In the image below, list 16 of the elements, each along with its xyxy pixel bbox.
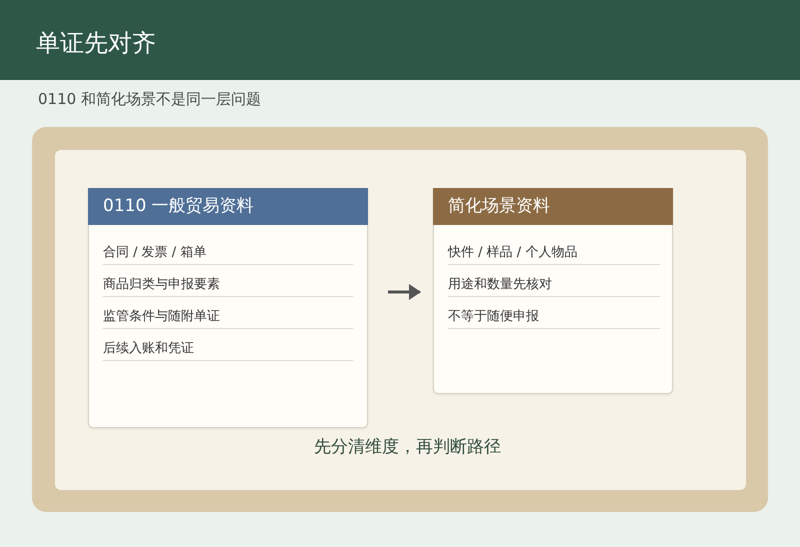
list-item: 监管条件与随附单证: [103, 297, 353, 329]
list-item: 不等于随便申报: [448, 297, 660, 329]
title: 单证先对齐: [36, 28, 156, 59]
list-item: 用途和数量先核对: [448, 265, 660, 297]
card-header: 简化场景资料: [433, 188, 673, 225]
content-panel: [55, 150, 746, 490]
list-item: 商品归类与申报要素: [103, 265, 353, 297]
list-item: 快件 / 样品 / 个人物品: [448, 233, 660, 265]
list-item: 合同 / 发票 / 箱单: [103, 233, 353, 265]
arrow: [388, 284, 421, 300]
info-card: [88, 188, 368, 428]
list-item: 后续入账和凭证: [103, 329, 353, 361]
subtitle: 0110 和简化场景不是同一层问题: [38, 89, 261, 110]
info-card: [433, 188, 673, 394]
summary-text: 先分清维度，再判断路径: [314, 436, 501, 459]
card-header: 0110 一般贸易资料: [88, 188, 368, 225]
